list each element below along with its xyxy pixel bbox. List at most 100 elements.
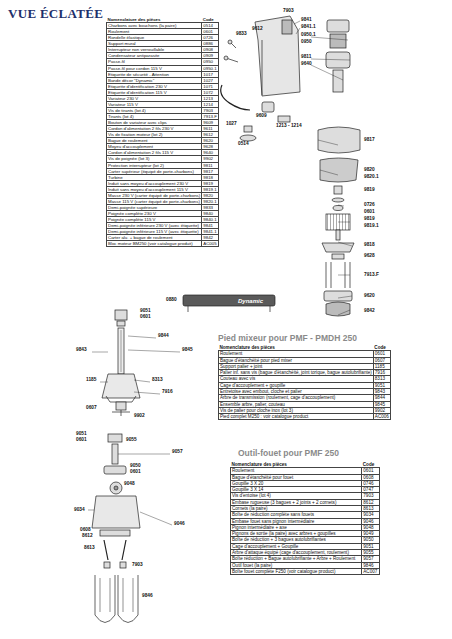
decor-band-text: Dynamic: [238, 298, 263, 304]
drawing-part: [282, 20, 292, 34]
part-name: Induit sans moyeu d'accouplement 230 V: [107, 180, 202, 186]
callout-number: 7916: [162, 390, 173, 395]
callout-number: 9843: [76, 348, 87, 353]
callout-number: 0601: [364, 210, 375, 215]
callout-number: 9811: [301, 55, 311, 60]
callout-number: 9640: [301, 62, 312, 67]
drawing-part: [224, 56, 228, 60]
callout-number: 9051: [76, 432, 87, 437]
part-name: Masse 230 V (carter équipé de porte-char…: [107, 192, 202, 198]
part-code: AC007: [362, 568, 380, 574]
drawing-part: [104, 540, 126, 560]
table-row: Boîte fouet complète F250 (voir catalogu…: [231, 568, 380, 574]
part-code: 9820.1: [202, 198, 219, 204]
part-name: Palier inf. sans vis (bague d'étanchéité…: [219, 370, 374, 376]
page-title: VUE ÉCLATÉE: [8, 6, 103, 22]
callout-number: 9833: [236, 32, 247, 37]
drawing-part: [228, 40, 232, 44]
callout-number: 7913.F: [364, 273, 379, 278]
callout-number: 9846: [142, 594, 153, 599]
callout-number: 0601: [130, 470, 141, 475]
drawing-part: [121, 330, 122, 372]
callout-number: 7903: [132, 563, 143, 568]
drawing-part: [88, 454, 172, 525]
callout-number: 1027: [226, 122, 237, 127]
drawing-part: [324, 291, 352, 301]
callout-number: 9055: [126, 438, 137, 443]
drawing-part: [95, 575, 138, 623]
part-name: Carter supérieur (équipé de porte-charbo…: [107, 168, 202, 174]
callout-number: 8313: [152, 378, 163, 383]
drawing-part: [120, 562, 126, 568]
callout-number: 0726: [364, 203, 375, 208]
drawing-part: [110, 482, 122, 494]
part-code: 9841.1: [202, 229, 219, 235]
part-name: Bloc moteur BM250 (voir catalogue produi…: [107, 241, 202, 247]
table-row: Palier inf. sans vis (bague d'étanchéité…: [219, 370, 391, 376]
drawing-part: [294, 21, 352, 315]
parts-table: Nomenclature des piècesCodeCharbons avec…: [106, 17, 219, 247]
drawing-part: [318, 127, 360, 153]
drawing-part: [262, 102, 274, 112]
drawing-part: [333, 206, 343, 211]
drawing-part: [114, 486, 118, 490]
part-name: Boîte réduction + Bague autolubrifiante …: [231, 556, 362, 562]
part-name: Induit sans moyeu d'accouplement 115 V: [107, 186, 202, 192]
callout-number: 8613: [84, 546, 95, 551]
callout-number: 0607: [86, 406, 97, 411]
callout-number: 0880: [166, 298, 177, 303]
drawing-part: [333, 70, 343, 92]
part-code: 9819.1: [202, 186, 219, 192]
drawing-part: [188, 306, 270, 312]
part-name: Masse 115 V (carter équipé de porte-char…: [107, 198, 202, 204]
part-name: Boîte fouet complète F250 (voir catalogu…: [231, 568, 362, 574]
section-heading: Outil-fouet pour PMF 250: [238, 448, 339, 458]
callout-number: 9819: [364, 188, 375, 193]
drawing-part: [115, 310, 127, 320]
drawing-part: [336, 230, 340, 240]
drawing-part: [244, 126, 252, 132]
drawing-part: [104, 562, 110, 568]
callout-number: 9818: [364, 243, 375, 248]
callout-number: 9628: [364, 254, 375, 259]
drawing-part: [183, 295, 275, 306]
callout-number: 9051: [140, 309, 151, 314]
callout-number: 7903: [283, 9, 294, 14]
part-code: AC006: [373, 414, 390, 420]
drawing-part: [118, 328, 124, 374]
drawing-part: [330, 34, 346, 48]
part-name: Pied complet M250 : voir catalogue produ…: [219, 414, 374, 420]
part-code: 7913.F: [202, 114, 219, 120]
callout-number: 1213 - 1214: [276, 124, 302, 129]
callout-number: 9819: [364, 217, 375, 222]
part-code: AC005: [202, 241, 219, 247]
drawing-part: [262, 40, 263, 95]
part-name: Demi-poignée inférieure 230 V (avec étiq…: [107, 223, 202, 229]
drawing-part: [100, 380, 160, 394]
drawing-part: [327, 20, 349, 32]
part-name: Arbre d'attaque équipé (cage d'accouplem…: [231, 549, 362, 555]
part-code: 9840.1: [202, 217, 219, 223]
callout-number: 9620: [364, 294, 375, 299]
callout-number: 9609: [256, 114, 267, 119]
drawing-part: [334, 186, 342, 194]
callout-number: 9844: [158, 334, 169, 339]
drawing-part: [100, 530, 130, 536]
callout-number: 0950.1: [301, 33, 316, 38]
part-code: 0950.1: [202, 65, 219, 71]
drawing-part: [108, 434, 122, 442]
drawing-part: [221, 85, 250, 110]
table-row: Pied complet M250 : voir catalogue produ…: [219, 414, 391, 420]
callout-number: 9842: [364, 309, 375, 314]
drawing-part: [92, 496, 140, 528]
callout-number: 9820: [364, 168, 375, 173]
parts-table: Nomenclature des piècesCodeRoulement0601…: [230, 462, 380, 575]
drawing-part: [112, 444, 118, 464]
callout-number: 9841.1: [301, 25, 316, 30]
callout-number: 1185: [86, 378, 96, 383]
callout-number: 9034: [74, 508, 85, 513]
drawing-part: [100, 578, 133, 612]
callout-number: 9841: [301, 18, 312, 23]
section-heading: Pied mixeur pour PMF - PMDH 250: [218, 333, 357, 343]
drawing-part: [326, 302, 350, 316]
